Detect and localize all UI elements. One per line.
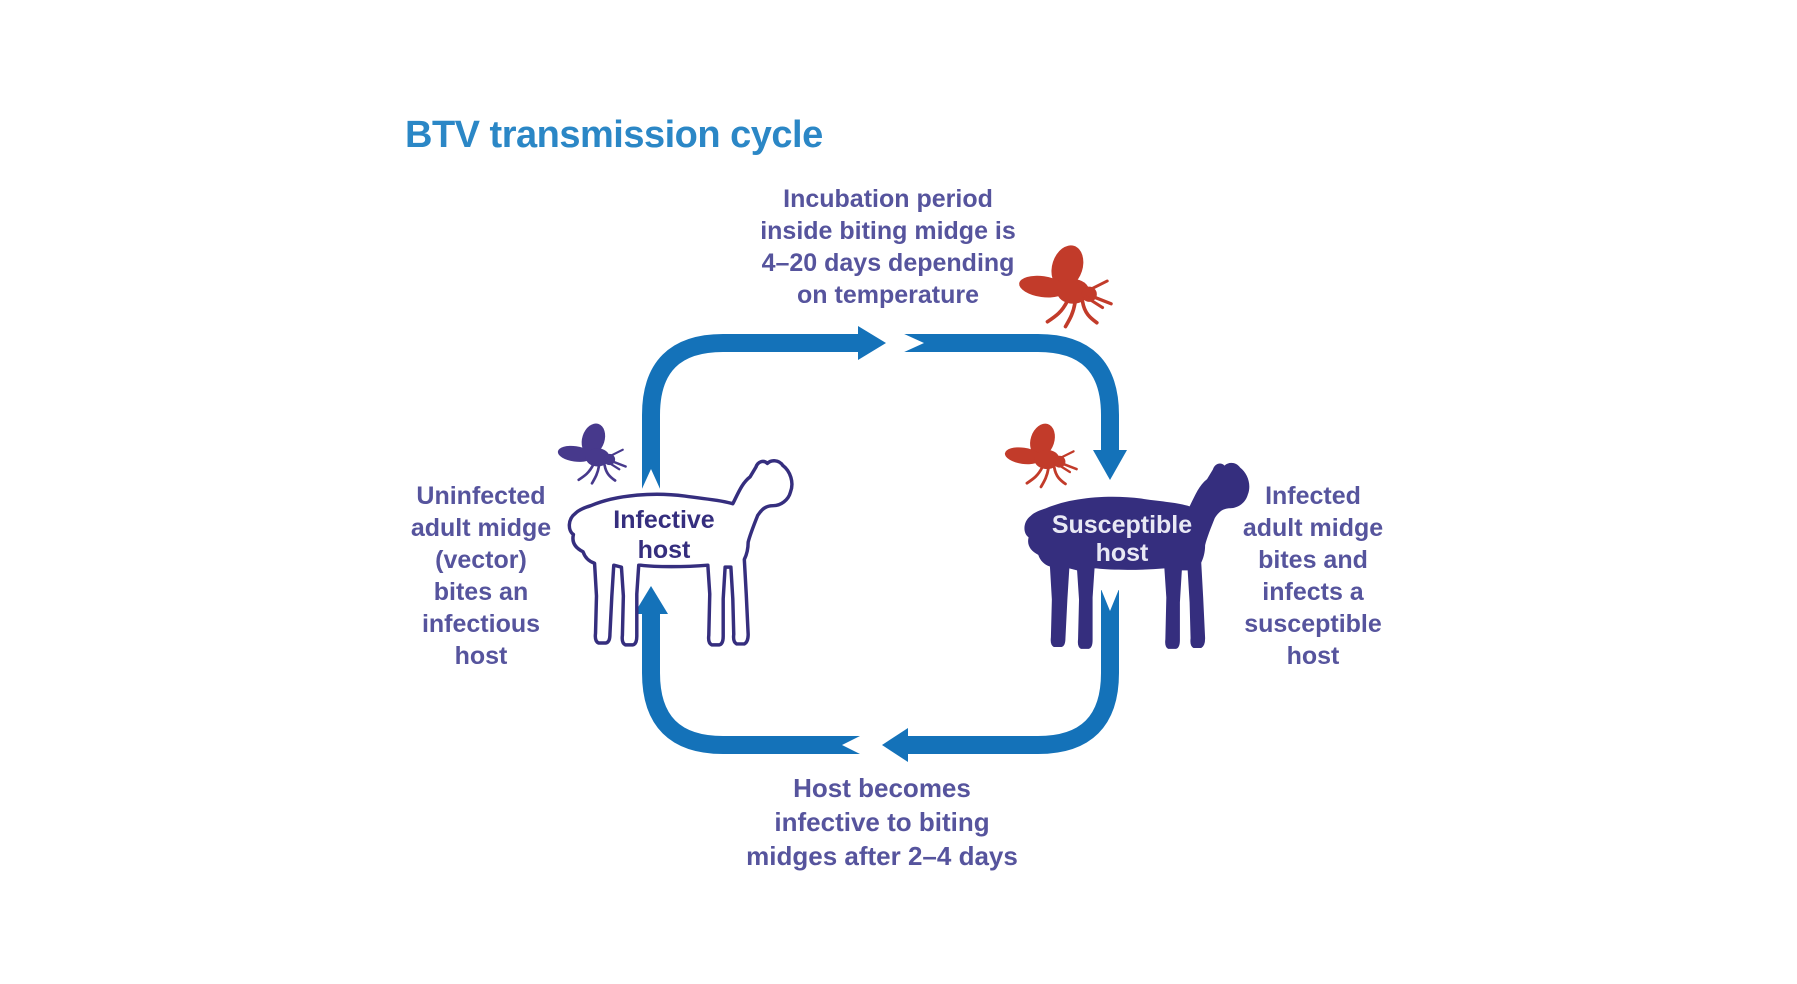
annotation-host-becomes-infective: Host becomes infective to biting midges … — [746, 773, 1018, 871]
annotation-incubation-period: Incubation period inside biting midge is… — [760, 185, 1016, 309]
annotation-infected-midge: Infected adult midge bites and infects a… — [1242, 482, 1384, 670]
annotation-uninfected-midge: Uninfected adult midge (vector) bites an… — [410, 482, 552, 670]
cycle-arrow-left-top — [641, 326, 886, 491]
cycle-arrow-bottom-left — [634, 586, 862, 755]
cycle-arrow-right-bottom — [882, 589, 1119, 762]
transmission-cycle-arrows — [634, 326, 1127, 762]
infective-host-label: Infective host — [613, 506, 715, 564]
page-title: BTV transmission cycle — [405, 114, 823, 156]
red-midge-icon — [1002, 418, 1078, 489]
red-midge-icon — [1015, 239, 1113, 329]
purple-midge-icon — [555, 419, 627, 485]
cycle-arrow-top-right — [902, 333, 1127, 480]
susceptible-host-label: Susceptible host — [1051, 511, 1193, 567]
